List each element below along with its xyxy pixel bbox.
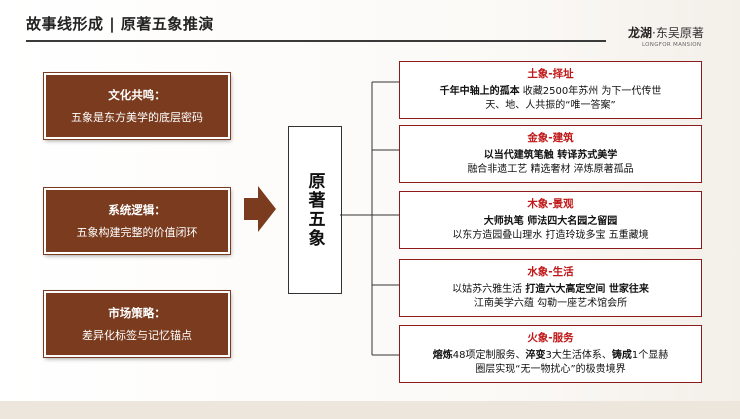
element-text: 以东方造园叠山理水 打造玲珑多宝 五重藏境	[452, 230, 649, 241]
brand-logo: 龙湖·东吴原著 LONGFOR MANSION	[628, 24, 728, 48]
element-box-water: 水象-生活 以姑苏六雅生活 打造六大高定空间 世家往来 江南美学六蕴 勾勒一座艺…	[399, 259, 702, 317]
element-text: 圈层实现“无一物扰心”的极贵境界	[475, 364, 626, 375]
element-highlight: 熔炼	[432, 350, 453, 361]
left-box-heading: 市场策略：	[108, 306, 166, 320]
logo-separator: ·	[652, 26, 656, 40]
logo-brand: 龙湖	[628, 26, 653, 40]
element-text: 收藏2500年苏州 为下一代传世	[519, 86, 662, 97]
right-arrow-icon	[244, 186, 276, 232]
element-highlight: 打造六大高定空间 世家往来	[525, 284, 649, 295]
element-text: 天、地、人共振的“唯一答案”	[485, 100, 616, 111]
element-heading: 木象-景观	[527, 198, 574, 210]
center-box: 原著五象	[288, 126, 342, 294]
left-box-text: 五象构建完整的价值闭环	[76, 226, 198, 239]
element-text: 融合非遗工艺 精选奢材 淬炼原著孤品	[467, 164, 634, 175]
element-text: 1个显赫	[631, 350, 669, 361]
element-heading: 水象-生活	[527, 266, 574, 278]
element-highlight: 淬变	[525, 350, 546, 361]
element-box-metal: 金象-建筑 以当代建筑笔触 转译苏式美学 融合非遗工艺 精选奢材 淬炼原著孤品	[399, 125, 702, 183]
left-box-heading: 系统逻辑：	[108, 203, 166, 217]
element-box-wood: 木象-景观 大师执笔 师法四大名园之留园 以东方造园叠山理水 打造玲珑多宝 五重…	[399, 191, 702, 249]
element-highlight: 以当代建筑笔触 转译苏式美学	[483, 150, 618, 161]
element-heading: 土象-择址	[527, 68, 574, 80]
left-box-text: 差异化标签与记忆锚点	[82, 329, 192, 342]
element-box-earth: 土象-择址 千年中轴上的孤本 收藏2500年苏州 为下一代传世 天、地、人共振的…	[399, 61, 702, 119]
page-title: 故事线形成 | 原著五象推演	[26, 15, 214, 33]
element-highlight: 铸成	[611, 350, 632, 361]
center-label: 原著五象	[304, 172, 325, 248]
element-text: 以姑苏六雅生活	[452, 284, 526, 295]
element-text: 江南美学六蕴 勾勒一座艺术馆会所	[473, 298, 628, 309]
logo-subtitle: LONGFOR MANSION	[642, 42, 702, 48]
left-box-market: 市场策略： 差异化标签与记忆锚点	[44, 291, 230, 357]
element-heading: 火象-服务	[527, 332, 574, 344]
element-heading: 金象-建筑	[527, 132, 574, 144]
left-box-culture: 文化共鸣： 五象是东方美学的底层密码	[44, 73, 230, 139]
left-box-heading: 文化共鸣：	[108, 88, 166, 102]
left-box-text: 五象是东方美学的底层密码	[71, 111, 203, 124]
footer-band	[0, 401, 740, 419]
logo-project: 东吴原著	[655, 26, 704, 40]
element-text: 3大生活体系、	[545, 350, 612, 361]
element-box-fire: 火象-服务 熔炼48项定制服务、淬变3大生活体系、铸成1个显赫 圈层实现“无一物…	[399, 325, 702, 383]
left-box-system: 系统逻辑： 五象构建完整的价值闭环	[44, 188, 230, 254]
element-highlight: 大师执笔 师法四大名园之留园	[483, 216, 618, 227]
element-text: 48项定制服务、	[452, 350, 526, 361]
title-divider	[26, 40, 606, 42]
element-highlight: 千年中轴上的孤本	[439, 86, 520, 97]
